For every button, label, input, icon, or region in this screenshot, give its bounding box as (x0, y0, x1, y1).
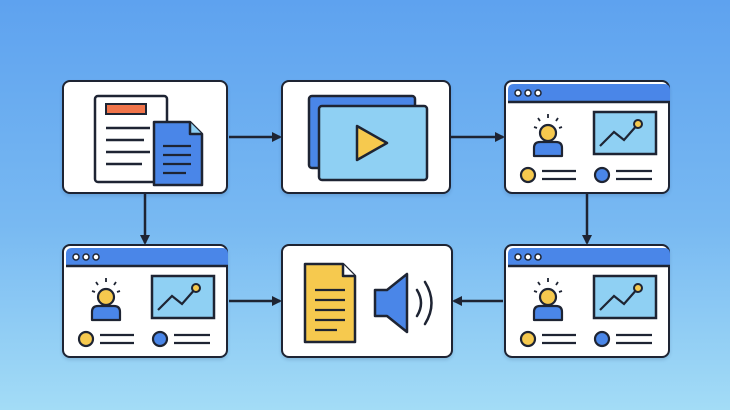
image-chart-icon (592, 110, 658, 156)
text-file-icon (303, 262, 357, 344)
image-chart-icon (150, 274, 216, 320)
web-page-card-top-right (504, 80, 670, 194)
documents-card (62, 80, 228, 194)
audio-document-card (281, 244, 453, 358)
image-chart-icon (592, 274, 658, 320)
video-card (281, 80, 451, 194)
browser-window-icon (508, 84, 670, 184)
browser-window-icon (508, 248, 670, 348)
video-play-icon (307, 94, 429, 182)
browser-window-icon (66, 248, 228, 348)
person-icon (532, 114, 564, 158)
speaker-shape (373, 272, 433, 334)
person-icon (532, 278, 564, 322)
web-page-card-bottom-left (62, 244, 228, 358)
speaker-icon (303, 262, 433, 344)
web-page-card-bottom-right (504, 244, 670, 358)
person-icon (90, 278, 122, 322)
document-icon (93, 94, 204, 187)
